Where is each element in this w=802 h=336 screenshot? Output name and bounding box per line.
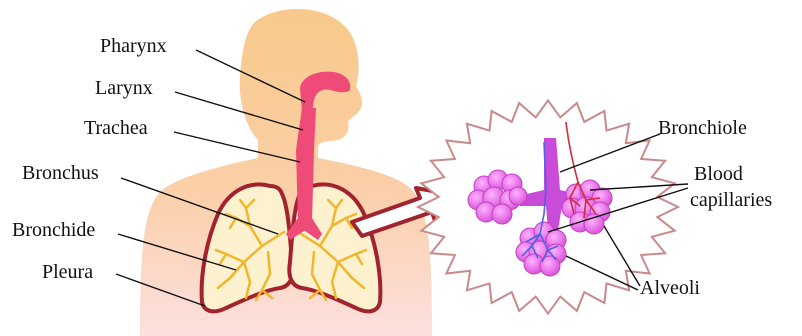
label-bronchide: Bronchide <box>12 219 95 241</box>
label-alveoli: Alveoli <box>640 277 700 299</box>
label-pleura: Pleura <box>42 261 93 283</box>
label-trachea: Trachea <box>84 117 148 139</box>
label-pharynx: Pharynx <box>100 35 167 57</box>
label-bronchus: Bronchus <box>22 162 99 184</box>
label-larynx: Larynx <box>95 77 153 99</box>
label-capillaries: capillaries <box>690 189 772 211</box>
label-bronchiole: Bronchiole <box>658 117 747 139</box>
label-blood: Blood <box>694 163 743 185</box>
